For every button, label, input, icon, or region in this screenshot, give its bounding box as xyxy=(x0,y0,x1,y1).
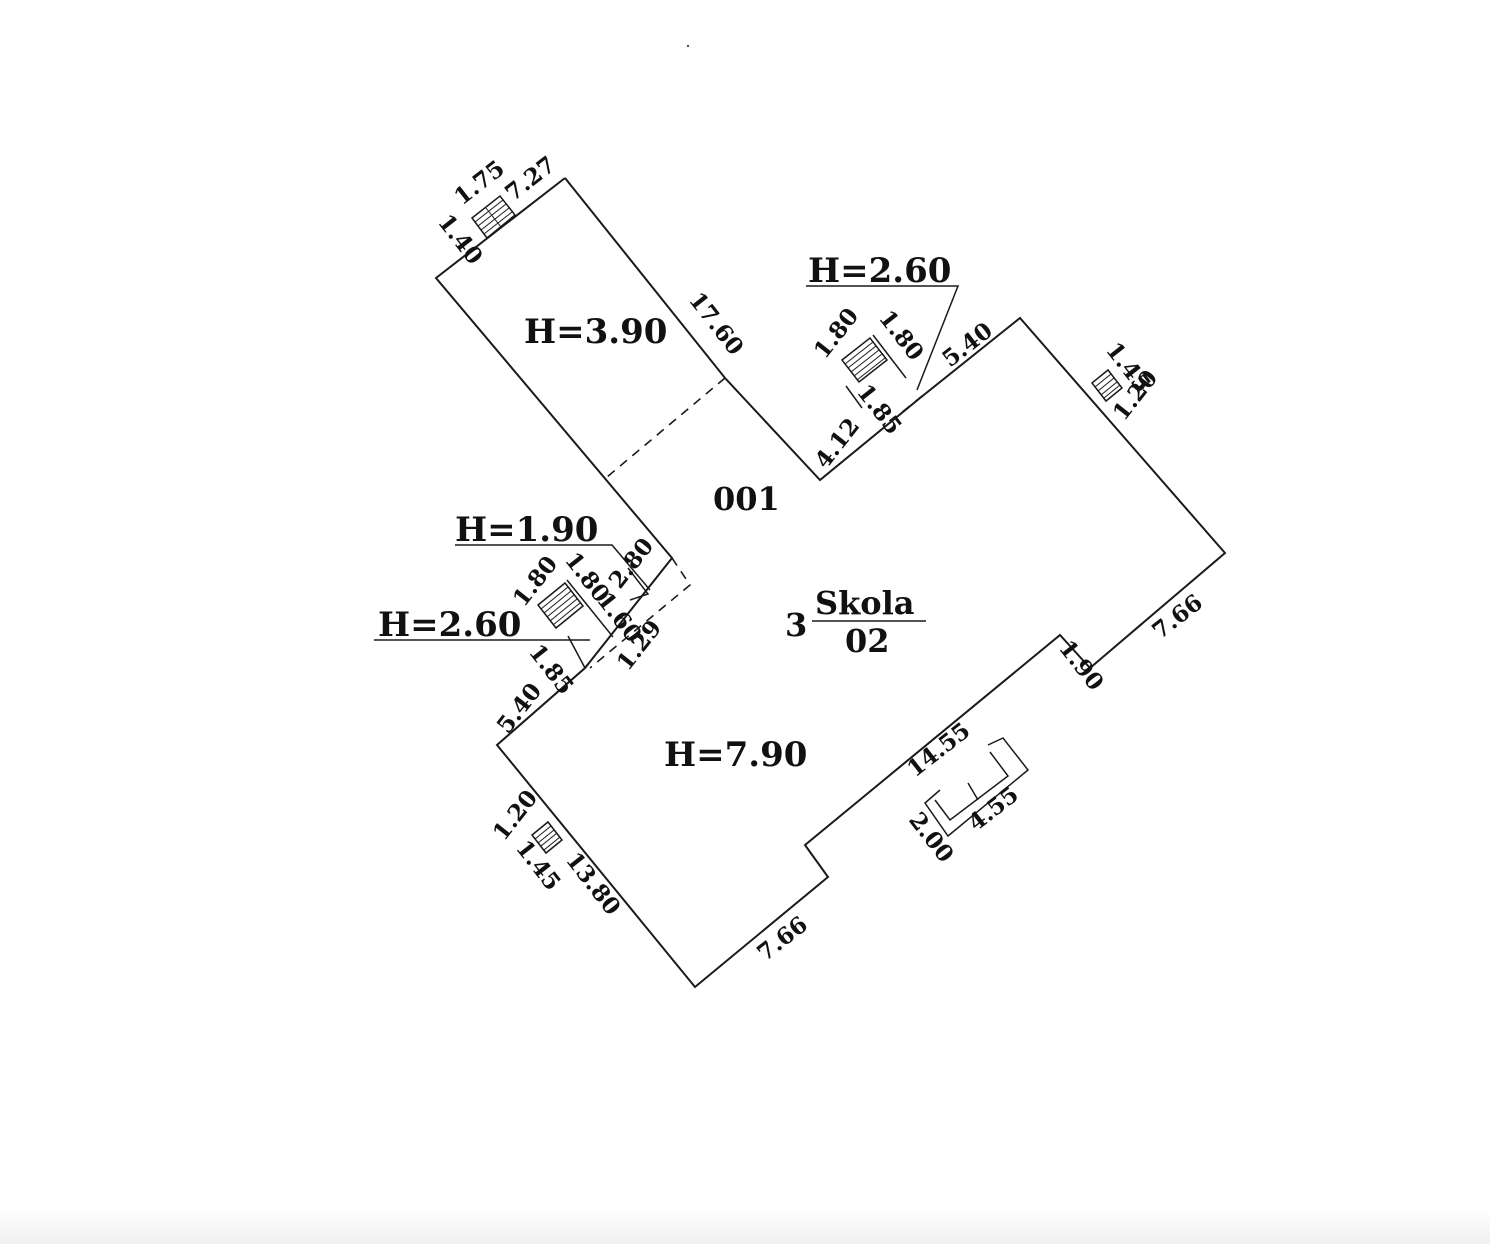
scan-speck xyxy=(686,44,690,48)
wing-boundary-dashed xyxy=(606,377,726,478)
building-code: 001 xyxy=(713,480,780,518)
dim-right-stair-d: 1.20 xyxy=(1107,365,1163,426)
dim-porch-w1: 1.80 xyxy=(808,303,864,364)
height-upper-porch: H=2.60 xyxy=(808,251,951,291)
height-left-porch-upper: H=1.90 xyxy=(455,510,598,550)
left-porch-dashed xyxy=(589,557,692,669)
small-room-outline xyxy=(923,737,1030,838)
parcel-name: Skola xyxy=(815,584,915,622)
left-porch-step xyxy=(627,567,650,601)
dim-recess-length: 14.55 xyxy=(902,717,975,783)
height-left-porch-lower: H=2.60 xyxy=(378,605,521,645)
height-main: H=7.90 xyxy=(664,735,807,775)
upper-porch-dashed xyxy=(894,395,923,419)
parcel-code: 02 xyxy=(845,622,890,660)
recess-line xyxy=(804,634,1061,846)
dim-main-right: 7.66 xyxy=(1147,589,1208,645)
height-wing: H=3.90 xyxy=(524,312,667,352)
leader-left-porch-upper xyxy=(455,544,651,591)
stair-upper-porch xyxy=(840,334,907,409)
dim-wing-right: 17.60 xyxy=(683,287,749,360)
dim-recess-depth: 1.90 xyxy=(1053,635,1109,696)
dim-main-left: 13.80 xyxy=(560,847,626,920)
dim-wing-top: 7.27 xyxy=(500,151,561,207)
dim-wing-foot: 4.12 xyxy=(809,413,865,474)
small-room-arrow xyxy=(967,782,979,801)
small-room-inner xyxy=(934,751,1010,822)
dim-small-room-w: 2.00 xyxy=(903,807,959,868)
parcel-number: 3 xyxy=(785,606,807,644)
stair-bottom-left xyxy=(530,820,564,855)
dim-left-porch-w1: 1.80 xyxy=(507,551,563,612)
dim-main-bottom: 7.66 xyxy=(752,911,813,967)
stair-left-porch xyxy=(536,579,614,669)
leader-upper-porch xyxy=(806,285,960,391)
dim-bottom-stair-w: 1.20 xyxy=(487,785,543,846)
scan-bottom-edge xyxy=(0,1208,1490,1244)
dim-main-top: 5.40 xyxy=(937,317,998,373)
stair-top-left xyxy=(470,194,517,240)
stair-right xyxy=(1090,368,1124,403)
dim-porch-w2: 1.80 xyxy=(873,305,929,366)
